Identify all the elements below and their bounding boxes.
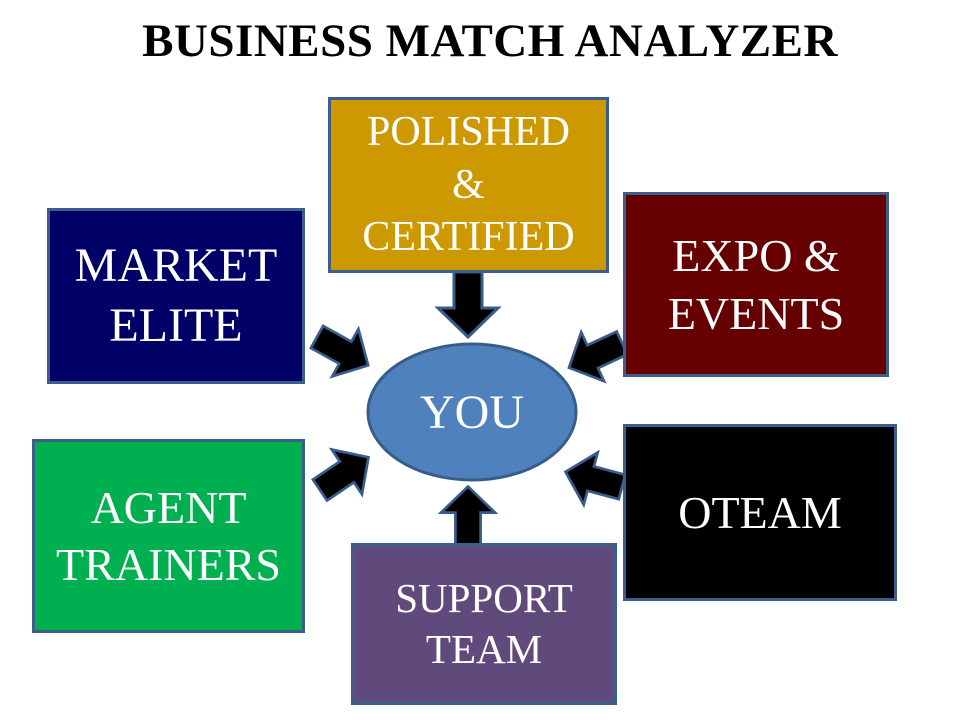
box-line: MARKET (74, 239, 278, 292)
box-agent-trainers: AGENT TRAINERS (32, 439, 305, 633)
box-line: EXPO & (672, 230, 840, 281)
you-ellipse (366, 342, 578, 482)
diagram-title: BUSINESS MATCH ANALYZER (142, 15, 838, 67)
box-expo-events: EXPO & EVENTS (623, 192, 889, 377)
box-oteam: OTEAM (623, 424, 897, 601)
box-line: OTEAM (678, 486, 842, 538)
box-line: CERTIFIED (362, 214, 575, 261)
box-line: & (452, 161, 485, 208)
arrow-from-support-icon (437, 484, 499, 547)
you-label: YOU (420, 385, 524, 439)
arrow-from-market-icon (309, 324, 370, 379)
arrow-from-expo-icon (567, 328, 630, 384)
box-line: TRAINERS (56, 539, 281, 590)
box-line: POLISHED (366, 109, 570, 156)
box-market-elite: MARKET ELITE (47, 208, 305, 384)
box-line: AGENT (90, 481, 247, 533)
arrow-from-polished-icon (434, 270, 502, 340)
box-line: TEAM (425, 626, 543, 672)
box-line: ELITE (109, 299, 243, 352)
box-polished-certified: POLISHED & CERTIFIED (328, 97, 609, 273)
box-line: SUPPORT (395, 574, 573, 621)
box-line: EVENTS (667, 287, 845, 339)
arrow-from-oteam-icon (563, 449, 627, 509)
box-support-team: SUPPORT TEAM (351, 543, 617, 705)
arrow-from-agent-icon (311, 447, 371, 503)
